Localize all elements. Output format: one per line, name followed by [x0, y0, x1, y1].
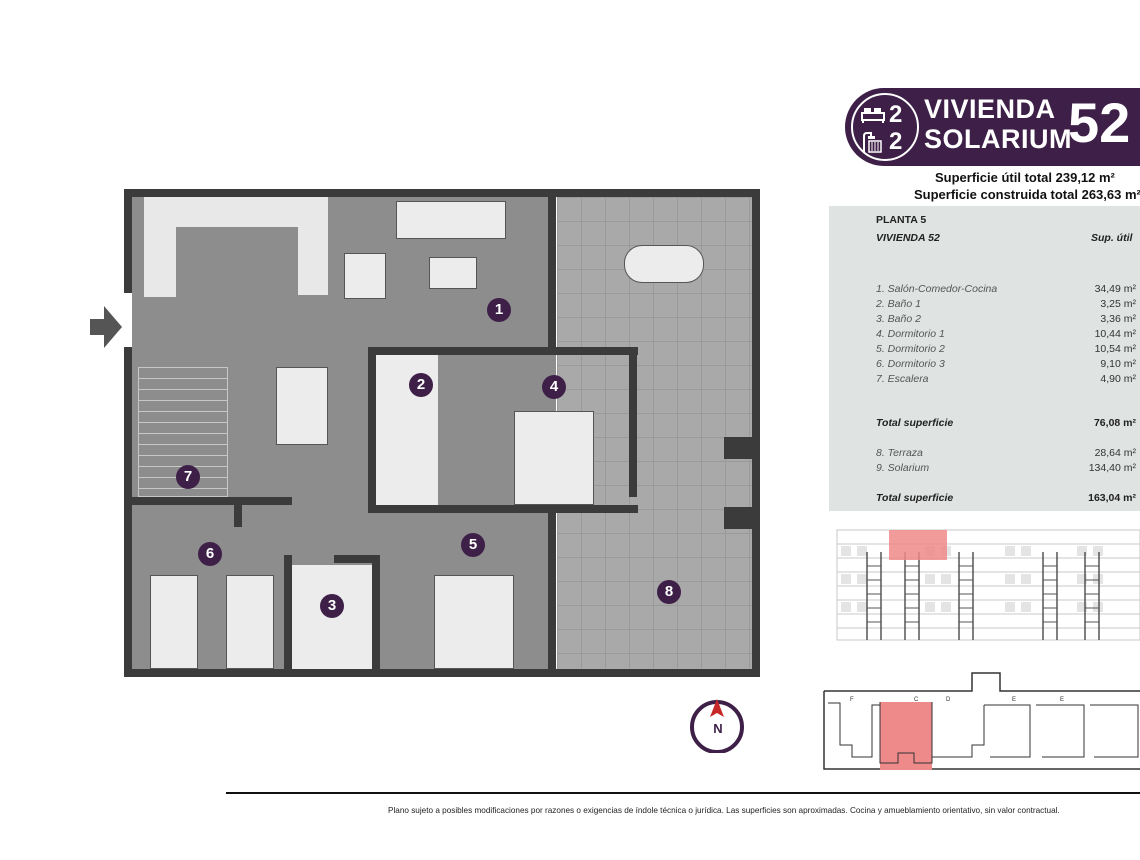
compass-label: N: [713, 721, 723, 736]
room-name: 2. Baño 1: [876, 298, 921, 310]
wall: [124, 669, 560, 677]
wall: [124, 347, 132, 677]
entrance-arrow-icon: [90, 306, 122, 348]
total-label: Total superficie: [876, 417, 954, 429]
unit-highlight-keyplan: [880, 702, 932, 770]
room-number-6: 6: [198, 542, 222, 566]
total-label-2: Total superficie: [876, 492, 954, 504]
bed-bedroom-3b: [226, 575, 274, 669]
wall: [368, 505, 638, 513]
wall: [629, 347, 637, 497]
room-number-7: 7: [176, 465, 200, 489]
coffee-table: [429, 257, 477, 289]
room-area: 10,54 m²: [1094, 343, 1136, 355]
extra-name: 9. Solarium: [876, 462, 930, 474]
keyplan-label: F: [850, 697, 854, 703]
keyplan-label: C: [914, 697, 919, 703]
wall: [724, 507, 760, 529]
north-compass: N: [689, 697, 745, 754]
title-solarium: SOLARIUM: [924, 124, 1072, 154]
wall: [724, 437, 760, 459]
room-area: 3,36 m²: [1100, 313, 1136, 325]
room-area: 9,10 m²: [1100, 358, 1136, 370]
wall: [234, 505, 242, 527]
room-number-8: 8: [657, 580, 681, 604]
room-number-4: 4: [542, 375, 566, 399]
unit-label: VIVIENDA 52: [876, 232, 940, 244]
col-header-sup-util: Sup. útil: [1091, 232, 1133, 244]
kitchen-counter: [144, 197, 328, 227]
room-number-5: 5: [461, 533, 485, 557]
footer-divider: [226, 792, 1140, 794]
shower-icon: [863, 132, 882, 153]
sofa: [396, 201, 506, 239]
room-area: 3,25 m²: [1100, 298, 1136, 310]
dining-table: [276, 367, 328, 445]
bed-icon: [861, 108, 885, 123]
wall: [334, 555, 380, 563]
area-table: PLANTA 5 VIVIENDA 52 Sup. útil 1. Salón-…: [829, 206, 1140, 511]
extra-name: 8. Terraza: [876, 447, 923, 459]
rooms-summary-circle: 2 2: [851, 93, 919, 161]
room-name: 6. Dormitorio 3: [876, 358, 945, 370]
unit-number: 52: [1068, 91, 1131, 154]
superficie-util: Superficie útil total 239,12 m²: [935, 170, 1115, 185]
room-name: 7. Escalera: [876, 373, 929, 385]
wall: [368, 347, 376, 513]
building-elevation: [829, 522, 1140, 650]
extra-area: 134,40 m²: [1088, 462, 1136, 474]
armchair: [344, 253, 386, 299]
wall: [752, 189, 760, 677]
bathrooms-count: 2: [889, 128, 903, 155]
wall: [548, 197, 556, 355]
total-value: 76,08 m²: [1093, 417, 1136, 429]
room-name: 3. Baño 2: [876, 313, 921, 325]
superficie-construida: Superficie construida total 263,63 m²: [914, 187, 1140, 202]
room-area: 34,49 m²: [1094, 283, 1136, 295]
kitchen-island: [298, 227, 328, 295]
terrace-table: [624, 245, 704, 283]
room-area: 4,90 m²: [1100, 373, 1136, 385]
room-number-2: 2: [409, 373, 433, 397]
room-name: 4. Dormitorio 1: [876, 328, 945, 340]
bed-bedroom-1: [514, 411, 594, 505]
bed-bedroom-2: [434, 575, 514, 669]
wall: [124, 189, 760, 197]
wall: [368, 347, 638, 355]
bathroom-2: [290, 565, 374, 671]
footer-disclaimer: Plano sujeto a posibles modificaciones p…: [388, 806, 1060, 815]
wall: [560, 669, 756, 677]
unit-highlight-elevation: [889, 530, 947, 560]
total-value-2: 163,04 m²: [1088, 492, 1136, 504]
floor-plan: 1 2 3 4 5 6 7 8: [124, 189, 760, 677]
room-number-1: 1: [487, 298, 511, 322]
keyplan-label: E: [1060, 697, 1064, 703]
floor-label: PLANTA 5: [876, 214, 927, 226]
wall: [284, 555, 292, 677]
room-number-3: 3: [320, 594, 344, 618]
bed-bedroom-3a: [150, 575, 198, 669]
wall: [132, 497, 292, 505]
floor-keyplan: F C D E E: [823, 672, 1140, 770]
room-name: 5. Dormitorio 2: [876, 343, 945, 355]
keyplan-label: E: [1012, 697, 1016, 703]
bedrooms-count: 2: [889, 101, 903, 128]
wall: [548, 505, 556, 677]
wall: [372, 555, 380, 677]
room-name: 1. Salón-Comedor-Cocina: [876, 283, 998, 295]
kitchen-counter-side: [144, 227, 176, 297]
wall: [124, 189, 132, 293]
compass-icon: [690, 699, 744, 754]
room-area: 10,44 m²: [1094, 328, 1136, 340]
title-vivienda: VIVIENDA: [924, 94, 1056, 124]
keyplan-label: D: [946, 697, 951, 703]
extra-area: 28,64 m²: [1094, 447, 1136, 459]
